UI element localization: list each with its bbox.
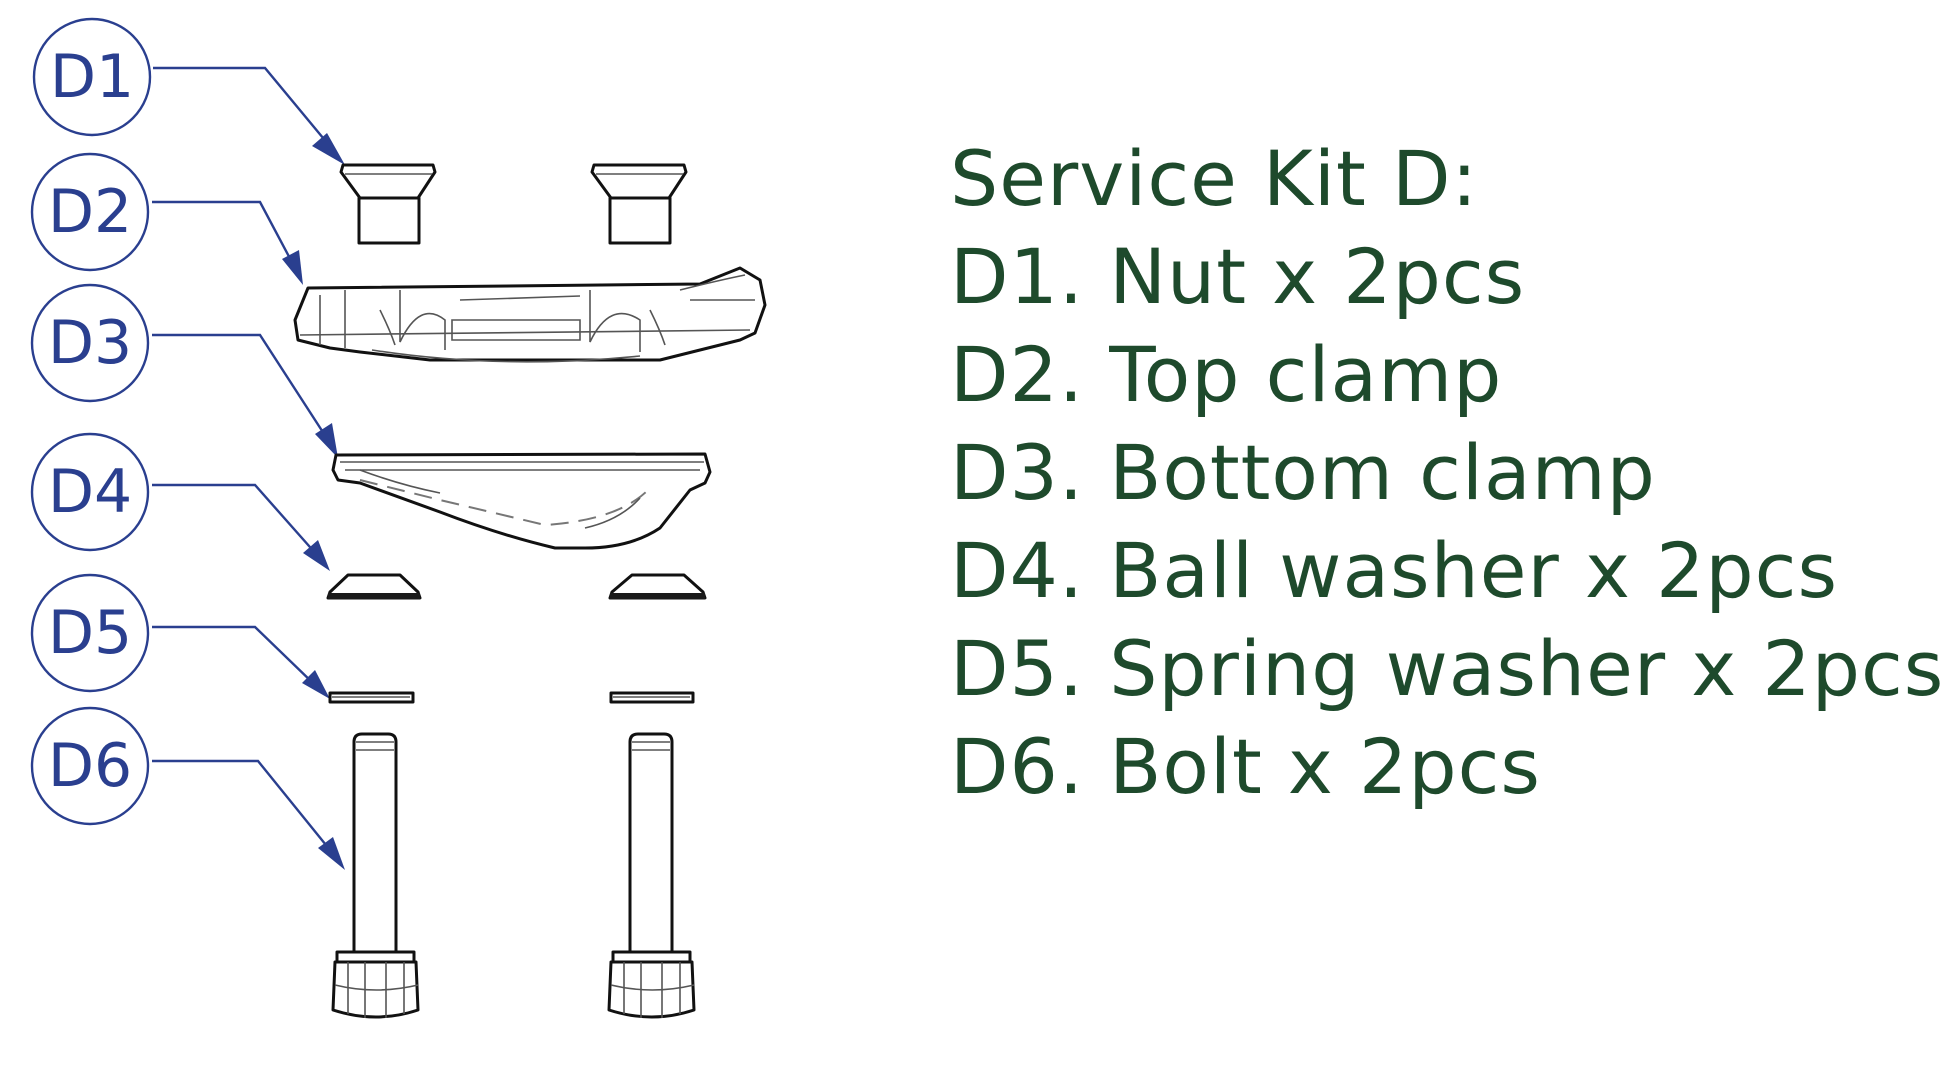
leader-arrow-d2 — [282, 250, 303, 285]
service-kit-title: Service Kit D: — [950, 134, 1479, 223]
leader-line-d6 — [152, 759, 331, 851]
callout-d2: D2 — [30, 152, 150, 272]
leader-line-d3 — [152, 333, 330, 441]
callout-d3: D3 — [30, 283, 150, 403]
leader-lines — [152, 66, 345, 870]
service-kit-list: Service Kit D: D1. Nut x 2pcs D2. Top cl… — [950, 130, 1944, 816]
part-ball-washer-right — [608, 573, 707, 600]
part-nut-left — [339, 163, 437, 245]
part-bolt-left — [331, 732, 420, 1019]
part-nut-right — [590, 163, 688, 245]
leader-arrow-d6 — [318, 837, 345, 870]
callout-balloons: D1 D2 D3 D4 D5 D6 — [30, 17, 152, 826]
leader-arrow-d5 — [302, 670, 330, 699]
callout-d1: D1 — [32, 17, 152, 137]
leader-arrow-d3 — [315, 423, 338, 458]
callout-d5: D5 — [30, 573, 150, 693]
callout-d4: D4 — [30, 432, 150, 552]
part-bolt-right — [607, 732, 696, 1019]
leader-line-d5 — [152, 625, 316, 686]
leader-line-d4 — [152, 483, 318, 556]
callout-label-d1: D1 — [50, 42, 134, 112]
kit-item-d5: D5. Spring washer x 2pcs — [950, 624, 1944, 713]
callout-label-d5: D5 — [48, 598, 132, 668]
callout-label-d6: D6 — [48, 731, 132, 801]
part-top-clamp — [293, 266, 767, 363]
leader-line-d1 — [153, 66, 334, 151]
callout-label-d4: D4 — [48, 457, 132, 527]
kit-item-d1: D1. Nut x 2pcs — [950, 232, 1526, 321]
leader-arrow-d4 — [303, 540, 330, 571]
part-spring-washer-left — [328, 691, 415, 704]
kit-item-d4: D4. Ball washer x 2pcs — [950, 526, 1839, 615]
callout-label-d2: D2 — [48, 177, 132, 247]
callout-d6: D6 — [30, 706, 150, 826]
leader-arrow-d1 — [312, 133, 345, 165]
part-spring-washer-right — [609, 691, 695, 704]
kit-item-d3: D3. Bottom clamp — [950, 428, 1656, 517]
kit-item-d6: D6. Bolt x 2pcs — [950, 722, 1542, 811]
part-bottom-clamp — [331, 452, 712, 550]
part-ball-washer-left — [326, 573, 422, 600]
leader-line-d2 — [152, 200, 296, 267]
callout-label-d3: D3 — [48, 308, 132, 378]
kit-item-d2: D2. Top clamp — [950, 330, 1503, 419]
